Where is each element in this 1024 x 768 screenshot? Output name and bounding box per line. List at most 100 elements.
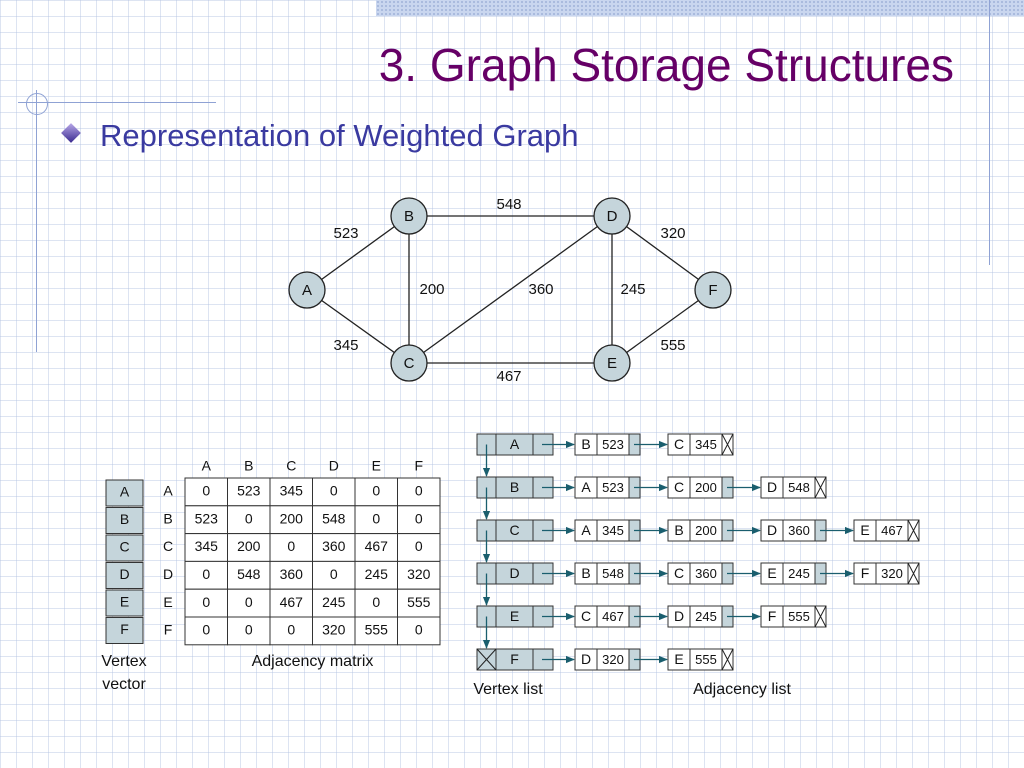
matrix-cell — [269, 616, 313, 646]
edge-weight-C-D: 360 — [528, 281, 553, 298]
edge-A-B — [306, 215, 410, 291]
matrix-col-header: B — [244, 458, 253, 474]
graph-node-B — [390, 197, 428, 235]
vertex-vector-label: B — [120, 511, 129, 527]
graph-node-label-F: F — [708, 282, 717, 299]
adjacency-node-vertex: F — [768, 608, 777, 624]
adjacency-list-caption: Adjacency list — [693, 681, 791, 698]
matrix-cell-value: 360 — [280, 566, 304, 582]
graph-node-label-A: A — [302, 282, 312, 299]
matrix-col-header: E — [372, 458, 381, 474]
matrix-cell-value: 0 — [415, 510, 423, 526]
adjacency-node-weight: 200 — [695, 523, 717, 538]
vertex-vector-label: A — [120, 484, 130, 500]
matrix-cell — [397, 505, 441, 535]
edge-A-C — [306, 289, 410, 364]
edge-weight-B-D: 548 — [496, 196, 521, 213]
bullet-text: Representation of Weighted Graph — [100, 118, 579, 153]
matrix-cell — [269, 588, 313, 618]
adjacency-node-weight: 467 — [602, 609, 624, 624]
graph-node-F — [694, 271, 732, 309]
matrix-row-header: C — [163, 538, 173, 554]
adjacency-node-vertex: B — [581, 565, 590, 581]
adjacency-node-vertex: C — [581, 608, 591, 624]
matrix-col-header: A — [202, 458, 212, 474]
vertex-vector-label: D — [119, 566, 129, 582]
matrix-cell-value: 0 — [245, 510, 253, 526]
matrix-cell — [354, 477, 398, 507]
adjacency-node-weight: 345 — [602, 523, 624, 538]
graph-node-label-D: D — [607, 208, 618, 225]
matrix-cell-value: 0 — [415, 538, 423, 554]
decor-line-vertical-right — [989, 0, 990, 265]
matrix-cell-value: 345 — [280, 483, 304, 499]
edge-weight-A-B: 523 — [333, 225, 358, 242]
adjacency-node-vertex: C — [674, 436, 684, 452]
matrix-cell-value: 0 — [245, 594, 253, 610]
header-band — [376, 0, 1024, 16]
adjacency-node-vertex: D — [767, 522, 777, 538]
adjacency-node-weight: 245 — [788, 566, 810, 581]
matrix-row-header: E — [163, 594, 172, 610]
graph-node-C — [390, 344, 428, 382]
matrix-cell — [312, 505, 356, 535]
page-title: 3. Graph Storage Structures — [378, 39, 954, 91]
matrix-row-header: A — [163, 483, 173, 499]
matrix-cell-value: 0 — [415, 483, 423, 499]
vertex-vector-cell — [105, 617, 144, 644]
adjacency-node-vertex: C — [674, 565, 684, 581]
edge-weight-C-E: 467 — [496, 368, 521, 385]
edge-E-F — [611, 289, 714, 364]
edge-weight-D-E: 245 — [620, 281, 645, 298]
adjacency-node-vertex: B — [674, 522, 683, 538]
matrix-col-header: F — [414, 458, 423, 474]
matrix-cell-value: 0 — [202, 566, 210, 582]
vertex-list-label: D — [509, 565, 519, 581]
matrix-cell-value: 0 — [372, 483, 380, 499]
adjacency-node-vertex: D — [674, 608, 684, 624]
matrix-col-header: C — [286, 458, 296, 474]
matrix-cell-value: 0 — [287, 538, 295, 554]
adjacency-node — [667, 648, 734, 671]
edge-weight-D-F: 320 — [660, 225, 685, 242]
adjacency-node — [760, 605, 827, 628]
matrix-row-header: F — [164, 622, 173, 638]
graph-node-label-E: E — [607, 355, 617, 372]
matrix-cell-value: 523 — [237, 483, 261, 499]
matrix-cell-value: 320 — [322, 622, 346, 638]
vertex-vector-cell — [105, 479, 144, 507]
edge-C-D — [408, 215, 613, 364]
edge-weight-B-C: 200 — [419, 281, 444, 298]
adjacency-node-weight: 555 — [695, 652, 717, 667]
vertex-vector-cell — [105, 589, 144, 617]
vertex-list-label: B — [510, 479, 519, 495]
null-pointer-mark — [476, 648, 497, 671]
adjacency-node-weight: 523 — [602, 480, 624, 495]
adjacency-node-vertex: E — [674, 651, 683, 667]
vertex-vector-label: E — [120, 594, 129, 610]
edge-D-F — [611, 215, 714, 291]
matrix-cell-value: 345 — [195, 538, 219, 554]
matrix-cell-value: 0 — [330, 566, 338, 582]
adjacency-node-weight: 320 — [602, 652, 624, 667]
null-pointer-mark — [814, 605, 827, 628]
edge-weight-A-C: 345 — [333, 337, 358, 354]
adjacency-node — [667, 433, 734, 456]
vertex-vector-cell — [105, 534, 144, 562]
vertex-vector-label: F — [120, 621, 129, 637]
matrix-cell — [397, 616, 441, 646]
null-pointer-mark — [907, 519, 920, 542]
null-pointer-mark — [721, 648, 734, 671]
adjacency-node-weight: 245 — [695, 609, 717, 624]
matrix-cell-value: 0 — [415, 622, 423, 638]
matrix-cell-value: 200 — [280, 510, 304, 526]
vertex-list-label: F — [510, 651, 519, 667]
matrix-cell — [227, 533, 271, 562]
matrix-cell-value: 0 — [202, 483, 210, 499]
adjacency-node-weight: 467 — [881, 523, 903, 538]
vertex-vector-cell — [105, 562, 144, 589]
adjacency-node-weight: 548 — [602, 566, 624, 581]
null-pointer-mark — [907, 562, 920, 585]
